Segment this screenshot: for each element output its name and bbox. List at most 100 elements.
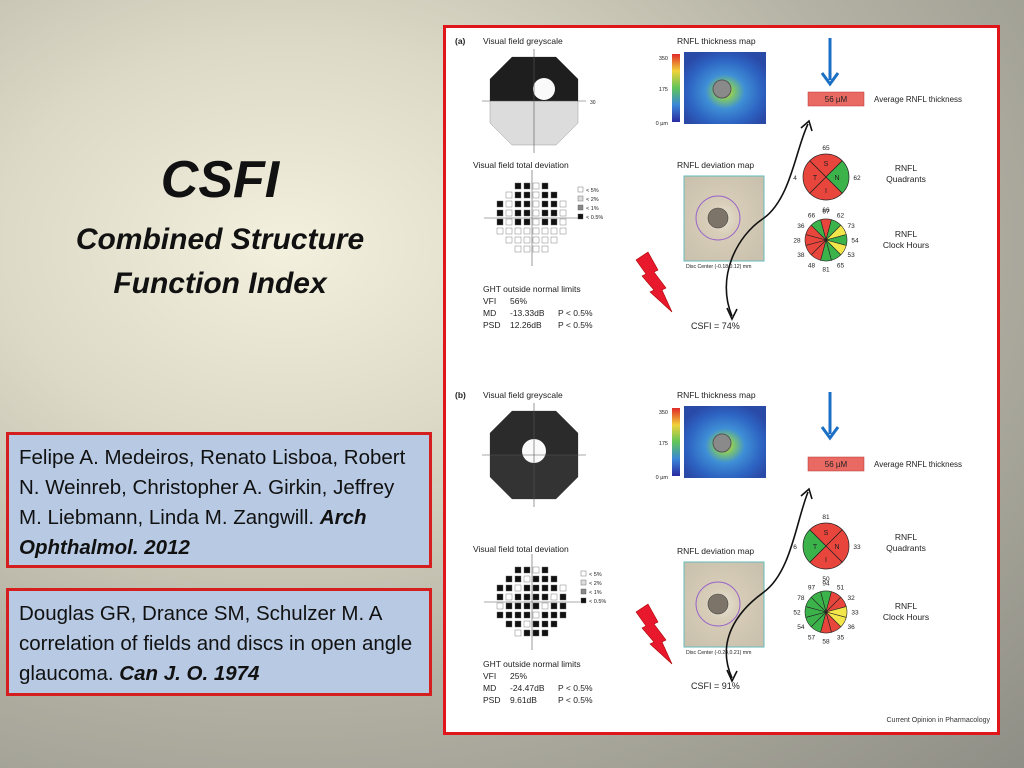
stat-p: P < 0.5% [558,320,593,330]
clock-value: 78 [797,595,805,602]
td-cell [541,602,549,610]
td-cell [559,200,567,208]
td-cell [505,218,513,226]
clock-title-2: Clock Hours [883,612,929,622]
vf-greyscale-label: Visual field greyscale [483,390,563,400]
optic-disc [712,433,732,453]
td-cell [505,191,513,199]
stat-value: 12.26dB [510,320,542,330]
scale-min: 0 µm [656,121,669,127]
legend-entry: < 5% [586,188,599,194]
quadrant-value: 62 [853,175,861,182]
quadrant-slice [802,160,827,194]
td-cell [532,575,540,583]
td-cell [523,209,531,217]
clock-value: 58 [822,639,830,646]
td-cell [514,575,522,583]
clock-value: 36 [847,624,855,631]
reference-2-authors: Douglas GR, Drance SM, Schulzer M. A cor… [19,602,413,685]
legend-swatch [580,597,587,604]
td-cell [514,200,522,208]
csfi-value: CSFI = 91% [691,681,740,691]
scale-mid: 175 [659,87,668,93]
td-cell [523,200,531,208]
rnfl-map-label: RNFL thickness map [677,36,756,46]
csfi-curved-arrow [725,491,809,679]
td-cell [550,209,558,217]
legend-entry: < 1% [589,590,602,596]
vf-total-deviation-label: Visual field total deviation [473,160,569,170]
td-cell [541,566,549,574]
td-cell [505,227,513,235]
quadrant-letter: S [824,161,829,168]
td-cell [532,236,540,244]
td-cell [541,620,549,628]
td-cell [532,218,540,226]
td-cell [514,191,522,199]
quadrant-slice [802,529,827,563]
reference-1-authors: Felipe A. Medeiros, Renato Lisboa, Rober… [19,446,406,529]
td-cell [532,629,540,637]
quadrants-title-1: RNFL [895,532,917,542]
csfi-arrowhead-up [800,487,813,500]
lightning-icon [635,251,673,313]
legend-swatch [580,570,587,577]
td-cell [496,227,504,235]
quadrant-letter: I [825,557,827,564]
deviation-disc [707,207,729,229]
td-cell [550,584,558,592]
scale-max: 350 [659,410,668,416]
vf-total-deviation-label: Visual field total deviation [473,544,569,554]
panel-label: (b) [455,390,466,400]
stat-value: 9.61dB [510,695,537,705]
deviation-disc [707,593,729,615]
legend-swatch [580,579,587,586]
quadrant-letter: T [813,175,818,182]
td-cell [523,245,531,253]
thickness-scale-bar [672,408,680,476]
td-cell [523,602,531,610]
legend-entry: < 5% [589,572,602,578]
td-cell [550,593,558,601]
td-cell [541,200,549,208]
td-cell [514,236,522,244]
td-cell [496,218,504,226]
td-cell [505,602,513,610]
td-cell [559,593,567,601]
figure-canvas: (a) Visual field greyscale RNFL thickness … [455,36,990,724]
legend-entry: < 2% [589,581,602,587]
quadrant-slice [809,522,843,547]
clock-value: 35 [837,635,845,642]
quadrant-value: 4 [793,175,797,182]
td-cell [505,236,513,244]
td-cell [532,182,540,190]
td-cell [550,611,558,619]
td-cell [541,182,549,190]
td-cell [496,200,504,208]
quadrant-slice [825,160,850,194]
stat-name: PSD [483,695,500,705]
deviation-circle-outer [695,195,741,241]
panel-label: (a) [455,36,466,46]
quadrant-letter: I [825,188,827,195]
clock-title-2: Clock Hours [883,240,929,250]
td-cell [514,209,522,217]
stat-value: -24.47dB [510,683,545,693]
title-subtitle: Combined Structure Function Index [10,218,430,306]
clock-value: 65 [837,263,845,270]
td-cell [523,236,531,244]
clock-value: 57 [808,635,816,642]
td-cell [496,602,504,610]
clock-slice [810,219,827,242]
td-cell [514,227,522,235]
clock-value: 53 [847,252,855,259]
quadrant-value: 66 [822,207,830,214]
vf-total-deviation-plot [484,554,580,650]
td-cell [532,584,540,592]
subtitle-line-2: Function Index [113,267,327,300]
thickness-scale-bar [672,54,680,122]
td-cell [532,620,540,628]
td-cell [523,218,531,226]
